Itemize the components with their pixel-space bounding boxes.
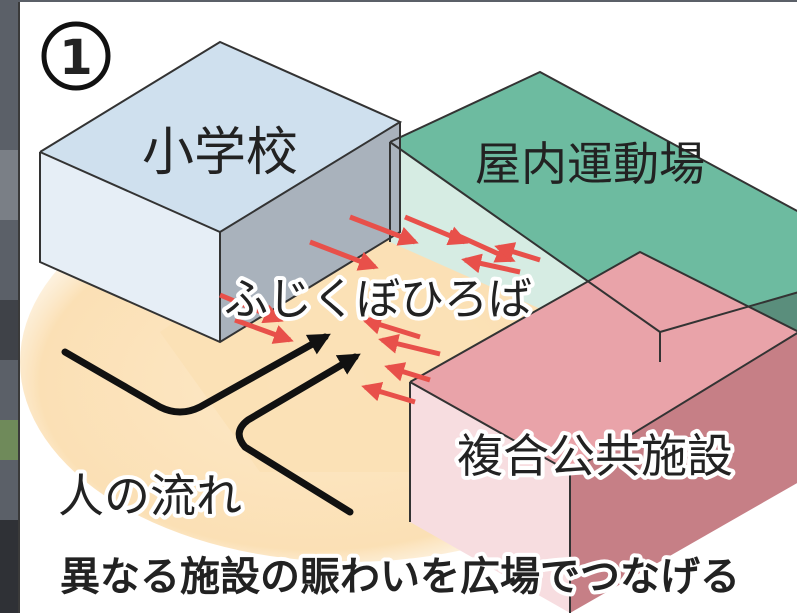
plaza-diagram: 1 小学校 屋内運動場 ふじくぼひろば 複合公共施設 人の流れ 異なる施設の賑わ…: [20, 21, 797, 613]
red-arrow: [361, 315, 421, 340]
red-arrow: [378, 334, 441, 357]
red-arrow: [404, 214, 469, 246]
interaction-arrows: [219, 214, 541, 405]
red-arrow: [361, 382, 416, 405]
panel-number-text: 1: [59, 30, 92, 86]
diagram-panel: 1 小学校 屋内運動場 ふじくぼひろば 複合公共施設 人の流れ 異なる施設の賑わ…: [18, 2, 797, 613]
people-flow-label: 人の流れ: [58, 469, 242, 523]
elementary-school-label: 小学校: [142, 123, 298, 183]
red-arrow: [494, 242, 541, 263]
panel-number-badge: 1: [41, 21, 111, 91]
elementary-school-building: [39, 40, 403, 344]
public-complex-label: 複合公共施設: [457, 429, 733, 483]
red-arrow: [234, 317, 294, 344]
indoor-gym-outline: [389, 70, 797, 362]
black-flow-arrow: [61, 333, 331, 416]
red-arrow: [384, 362, 431, 383]
public-complex-building: [409, 250, 797, 613]
red-arrow: [461, 253, 521, 275]
people-flow-arrows: [61, 333, 361, 516]
caption-text: 異なる施設の賑わいを広場でつなげる: [60, 554, 740, 600]
black-flow-arrow: [235, 353, 361, 516]
indoor-gym-label: 屋内運動場: [475, 137, 705, 191]
red-arrow: [309, 239, 379, 271]
plaza-label: ふじくぼひろば: [224, 274, 532, 325]
red-arrow: [219, 292, 284, 324]
red-arrow: [349, 214, 419, 246]
